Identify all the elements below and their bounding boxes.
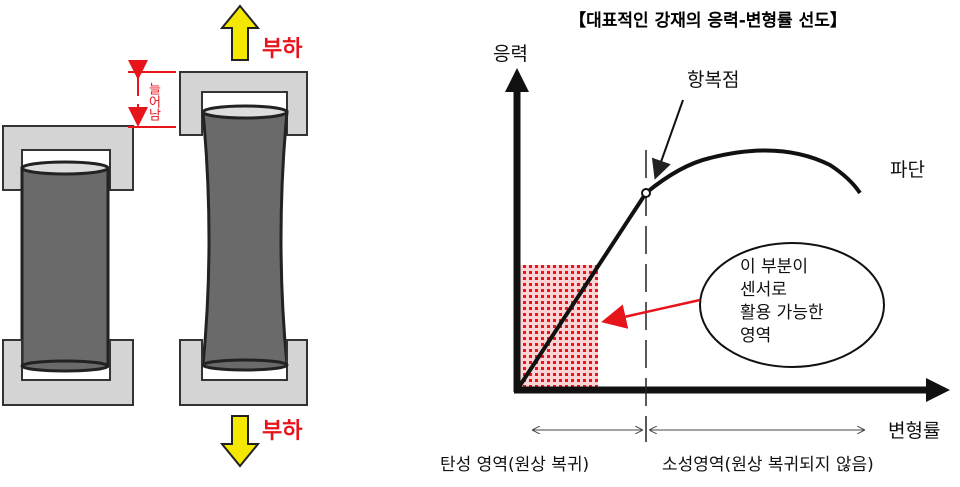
callout-text: 이 부분이 센서로 활용 가능한 영역 [740, 257, 824, 346]
elongation-label: 늘어남 [146, 82, 161, 121]
plastic-region-label: 소성영역(원상 복귀되지 않음) [662, 455, 874, 475]
load-label-top: 부하 [262, 37, 303, 62]
top-grip [2, 125, 134, 191]
specimen-stretched [179, 71, 308, 406]
bottom-grip [179, 339, 308, 406]
svg-text:영역: 영역 [740, 326, 771, 346]
stress-strain-curve [515, 148, 862, 392]
elastic-region-label: 탄성 영역(원상 복귀) [440, 455, 589, 475]
x-axis-label: 변형률 [888, 420, 940, 442]
y-axis-label: 응력 [493, 43, 528, 65]
top-grip [179, 71, 308, 136]
yield-point-marker [641, 188, 651, 198]
callout-arrow [601, 298, 701, 329]
yield-point-label: 항복점 [687, 69, 739, 91]
specimen-body [20, 166, 110, 368]
bottom-grip [2, 339, 134, 406]
yield-pointer-arrow [651, 99, 684, 180]
y-axis-arrow-icon [505, 68, 529, 92]
load-down-arrow-icon [219, 415, 261, 468]
x-axis-arrow-icon [926, 378, 950, 402]
fracture-label: 파단 [890, 159, 925, 181]
elongation-dimension [128, 60, 176, 128]
svg-text:이 부분이: 이 부분이 [740, 257, 808, 277]
specimen-before [2, 125, 134, 406]
callout-bubble [699, 242, 885, 368]
chart-title: 【대표적인 강재의 응력-변형률 선도】 [569, 10, 847, 31]
svg-text:활용 가능한: 활용 가능한 [740, 303, 824, 323]
load-up-arrow-icon [219, 4, 261, 61]
specimen-body [201, 110, 289, 367]
svg-text:센서로: 센서로 [740, 280, 787, 300]
load-label-bottom: 부하 [262, 419, 303, 444]
